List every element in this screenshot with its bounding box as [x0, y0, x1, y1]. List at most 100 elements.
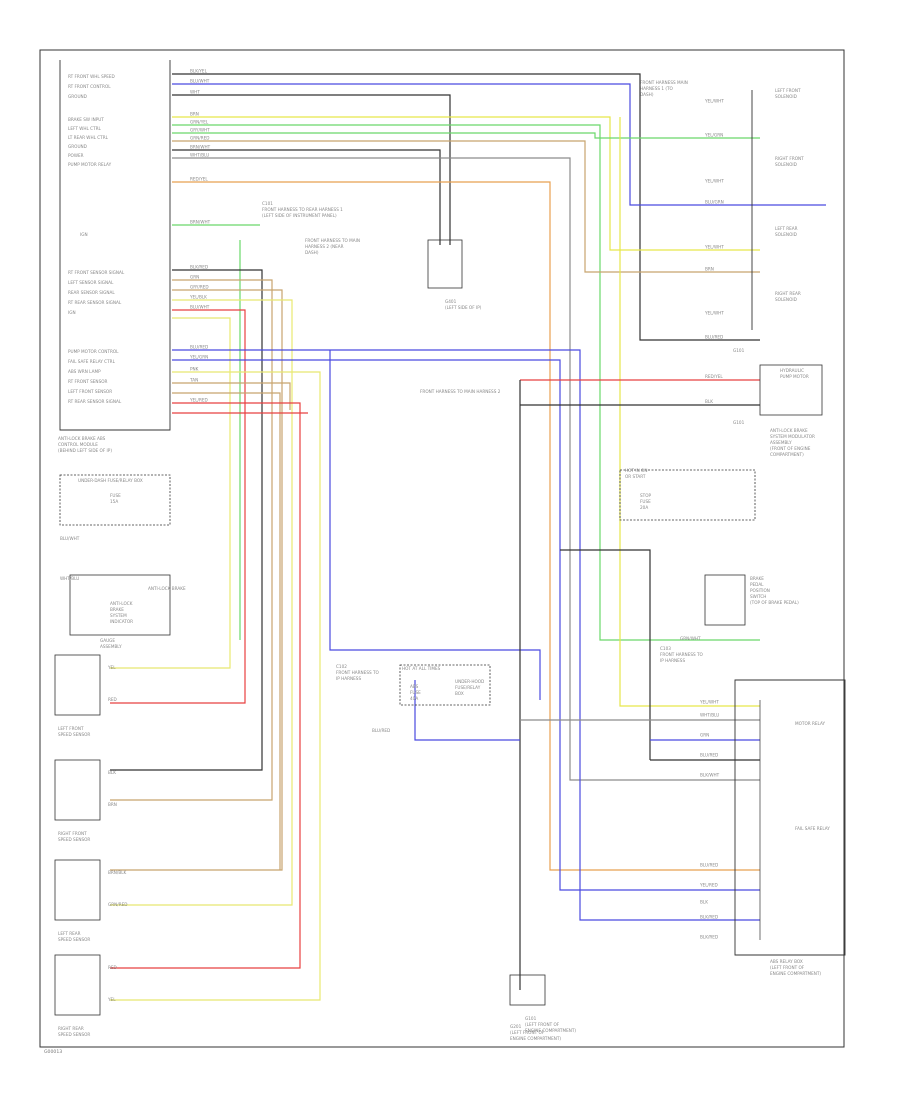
- wire-color-label: GRY/RED: [190, 285, 209, 290]
- wire-gray-1: [172, 149, 441, 245]
- wire-sensor-rf-2: [110, 279, 273, 801]
- pump-label-line: PUMP MOTOR: [780, 374, 809, 379]
- module-pin-label: RT REAR SENSOR SIGNAL: [68, 300, 122, 305]
- underdash-relay: ANTI-LOCK BRAKE: [148, 586, 186, 591]
- modulator-wire-label: YEL/GRN: [704, 133, 723, 138]
- pump-label-line: HYDRAULIC: [780, 368, 804, 373]
- speed-sensor-wire: BLK: [108, 770, 116, 775]
- wire-color-label: BLU/RED: [190, 345, 208, 350]
- diagram-frame: [39, 49, 845, 1048]
- module-pin-label: FAIL SAFE RELAY CTRL: [68, 359, 116, 364]
- modulator-wire-label: BLU/GRN: [705, 200, 724, 205]
- wire-color-label: WHT: [190, 90, 200, 95]
- speed-sensor-name-line: RIGHT FRONT: [58, 831, 87, 836]
- underhood-fuse-box: [399, 664, 491, 706]
- pump-caption-line: (FRONT OF ENGINE: [770, 446, 811, 451]
- stoplight-fuse-box: [619, 469, 756, 626]
- module-pin-label: RT FRONT CONTROL: [68, 84, 111, 89]
- wire-color-label: BRN/WHT: [190, 145, 211, 150]
- stoplight-fuse-line: STOP: [640, 493, 652, 498]
- connector-c101-line: C101: [262, 201, 273, 206]
- brake-switch-label-line: SWITCH: [750, 594, 766, 599]
- pump-caption-line: ANTI-LOCK BRAKE: [770, 428, 808, 433]
- module-caption-line: CONTROL MODULE: [58, 442, 98, 447]
- pump-motor: [759, 364, 823, 416]
- underdash-fuse-line: FUSE: [110, 493, 121, 498]
- relay-failsafe-label: FAIL SAFE RELAY: [795, 826, 830, 831]
- modulator-wire-label: YEL/WHT: [704, 99, 724, 104]
- wire-yellow-relay: [619, 117, 760, 707]
- wire-gray-2: [172, 157, 760, 781]
- speed-sensor-name-line: LEFT REAR: [58, 931, 81, 936]
- brake-switch-label-line: (TOP OF BRAKE PEDAL): [750, 600, 799, 605]
- module-pin-label: BRAKE SW INPUT: [68, 117, 104, 122]
- speed-sensor-wire: RED: [108, 965, 117, 970]
- module-pin-label: RT FRONT WHL SPEED: [68, 74, 115, 79]
- modulator-title-line: FRONT HARNESS MAIN: [640, 80, 688, 85]
- connector-c3-line: FRONT HARNESS TO MAIN: [305, 238, 360, 243]
- wire-sensor-rf-1: [110, 269, 263, 771]
- solenoid-label: SOLENOID: [775, 94, 797, 99]
- connector-g201-line: (LEFT FRONT OF: [510, 1030, 545, 1035]
- module-pin-label: RT FRONT SENSOR SIGNAL: [68, 270, 125, 275]
- wire-top-1: [172, 73, 760, 341]
- footer-code: G00013: [44, 1049, 62, 1055]
- relay-wire-label: BLU/RED: [700, 753, 718, 758]
- solenoid-label: RIGHT FRONT: [775, 156, 804, 161]
- wire-color-label: GRN/RED: [190, 136, 209, 141]
- gauge-assembly-label-line: ASSEMBLY: [100, 644, 122, 649]
- module-pin-label: REAR SENSOR SIGNAL: [68, 290, 115, 295]
- underhood-fuse-line: FUSE: [410, 690, 421, 695]
- connector-c103-line: FRONT HARNESS TO: [660, 652, 704, 657]
- wire-color-label: TAN: [189, 378, 198, 383]
- wire-top-2-blue: [172, 83, 826, 206]
- modulator-wire-label: YEL/WHT: [704, 179, 724, 184]
- wire-orange-1: [172, 181, 760, 871]
- speed-sensor-wire: YEL: [107, 665, 116, 670]
- wire-color-label: YEL/GRN: [189, 355, 208, 360]
- wire-blu-wht: [414, 680, 520, 741]
- underdash-wire-a: BLU/WHT: [60, 536, 80, 541]
- module-pin-label: RT FRONT SENSOR: [68, 379, 108, 384]
- connector-c102-line: C102: [336, 664, 347, 669]
- module-pin-label: LEFT WHL CTRL: [68, 126, 102, 131]
- wire-blue-lower-1: [172, 349, 760, 921]
- underhood-fuse-line: 40A: [410, 696, 418, 701]
- stoplight-title-line: OR START: [625, 474, 646, 479]
- abs-indicator-label-line: ANTI-LOCK: [110, 601, 133, 606]
- module-pin-label: PUMP MOTOR RELAY: [68, 162, 112, 167]
- module-caption-line: ANTI-LOCK BRAKE ABS: [58, 436, 106, 441]
- brake-switch-label-line: BRAKE: [750, 576, 764, 581]
- wire-tan-lower-2: [172, 392, 281, 870]
- underdash-fuse-box: [59, 474, 171, 636]
- wire-sensor-lf-red: [110, 309, 246, 704]
- solenoid-label: SOLENOID: [775, 232, 797, 237]
- connector-c102-line: FRONT HARNESS TO: [336, 670, 380, 675]
- brake-switch-label-line: PEDAL: [750, 582, 764, 587]
- speed-sensor-name-line: RIGHT REAR: [58, 1026, 84, 1031]
- pump-caption-line: SYSTEM MODULATOR: [770, 434, 815, 439]
- module-pin-label: LT REAR WHL CTRL: [68, 135, 109, 140]
- solenoid-label: SOLENOID: [775, 162, 797, 167]
- wire-blue-c102: [329, 350, 541, 700]
- bottom-ground-label-line: ENGINE COMPARTMENT): [525, 1028, 576, 1033]
- module-pin-label: ABS WRN LAMP: [68, 369, 101, 374]
- wire-top-3: [172, 94, 451, 245]
- abs-control-module: [59, 60, 171, 431]
- pump-wire-label: RED/YEL: [705, 374, 723, 379]
- wire-color-label: BRN/WHT: [190, 220, 211, 225]
- underhood-label-line: UNDER-HOOD: [455, 679, 484, 684]
- connector-c103-line: C103: [660, 646, 671, 651]
- module-pin-label: RT REAR SENSOR SIGNAL: [68, 399, 122, 404]
- modulator-wire-label: YEL/WHT: [704, 311, 724, 316]
- wire-sensor-lf-yel: [110, 317, 231, 669]
- underhood-wire: BLU/RED: [372, 728, 390, 733]
- speed-sensor-name-line: SPEED SENSOR: [58, 837, 90, 842]
- underdash-wire-b: WHT/BLU: [60, 576, 79, 581]
- connector-g201-line: ENGINE COMPARTMENT): [510, 1036, 561, 1041]
- connector-c4-line: FRONT HARNESS TO MAIN HARNESS 2: [420, 389, 501, 394]
- speed-sensor-name-line: SPEED SENSOR: [58, 732, 90, 737]
- speed-sensor-name-line: SPEED SENSOR: [58, 1032, 90, 1037]
- solenoid-label: LEFT REAR: [775, 226, 798, 231]
- solenoid-label: SOLENOID: [775, 297, 797, 302]
